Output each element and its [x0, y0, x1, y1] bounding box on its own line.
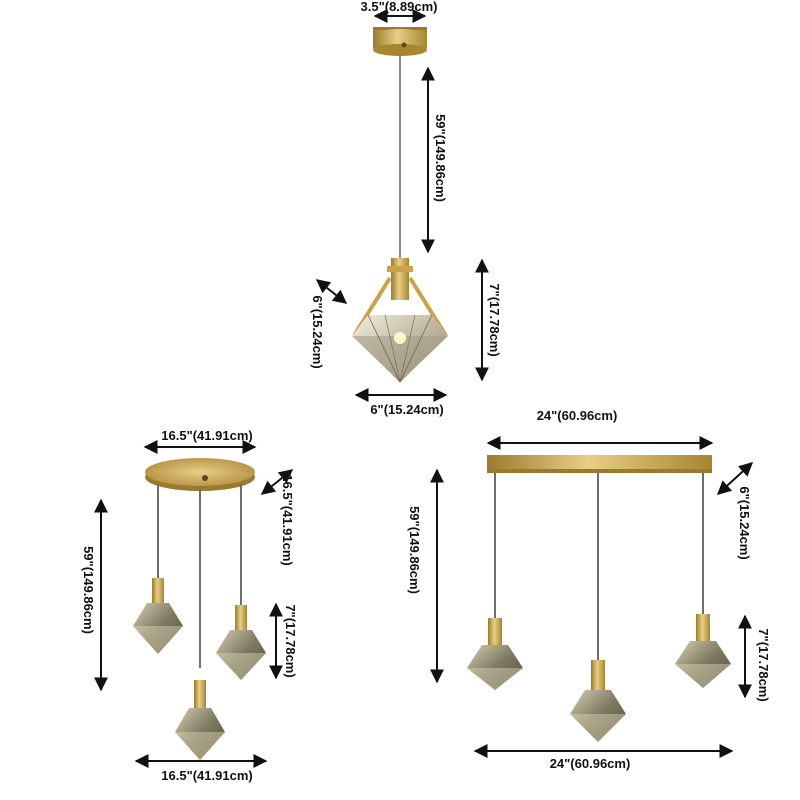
- top-width-label: 6"(15.24cm): [370, 402, 443, 417]
- round-shade-center: [175, 680, 225, 760]
- round-cluster: 16.5"(41.91cm) 16.5"(41.91cm) 59"(149.86…: [81, 428, 298, 783]
- round-shade-left: [133, 578, 183, 654]
- linear-shade-left: [467, 618, 523, 690]
- round-spread-width-label: 16.5"(41.91cm): [161, 768, 252, 783]
- round-canopy-width-label: 16.5"(41.91cm): [161, 428, 252, 443]
- linear-shade-height-label: 7"(17.78cm): [756, 628, 771, 701]
- top-canopy: [373, 27, 427, 56]
- top-canopy-width-label: 3.5"(8.89cm): [361, 0, 438, 14]
- linear-bar-depth-arrow: [716, 462, 754, 495]
- round-shade-height-label: 7"(17.78cm): [283, 604, 298, 677]
- round-canopy: [145, 458, 255, 491]
- top-cord-length-label: 59"(149.86cm): [433, 114, 448, 202]
- linear-shade-center: [570, 660, 626, 742]
- top-socket: [391, 258, 409, 300]
- linear-shade-right: [675, 614, 731, 688]
- linear-spread-width-label: 24"(60.96cm): [550, 756, 631, 771]
- linear-bar: 24"(60.96cm) 6"(15.24cm) 59"(149.86cm) 7…: [407, 408, 771, 771]
- top-height-label: 7"(17.78cm): [487, 283, 502, 356]
- round-cord-length-label: 59"(149.86cm): [81, 546, 96, 634]
- linear-cord-length-label: 59"(149.86cm): [407, 506, 422, 594]
- top-depth-label: 6"(15.24cm): [310, 295, 325, 368]
- top-crystal: [352, 314, 448, 383]
- linear-bar-depth-label: 6"(15.24cm): [737, 486, 752, 559]
- linear-canopy: [487, 455, 712, 473]
- top-pendant: 3.5"(8.89cm) 59"(149.86cm) 6"(15.24cm) 7…: [310, 0, 502, 417]
- round-canopy-depth-arrow: [260, 469, 294, 495]
- top-depth-arrow: [315, 279, 348, 304]
- round-shade-right: [216, 605, 266, 680]
- linear-bar-width-label: 24"(60.96cm): [537, 408, 618, 423]
- round-canopy-depth-label: 16.5"(41.91cm): [280, 474, 295, 565]
